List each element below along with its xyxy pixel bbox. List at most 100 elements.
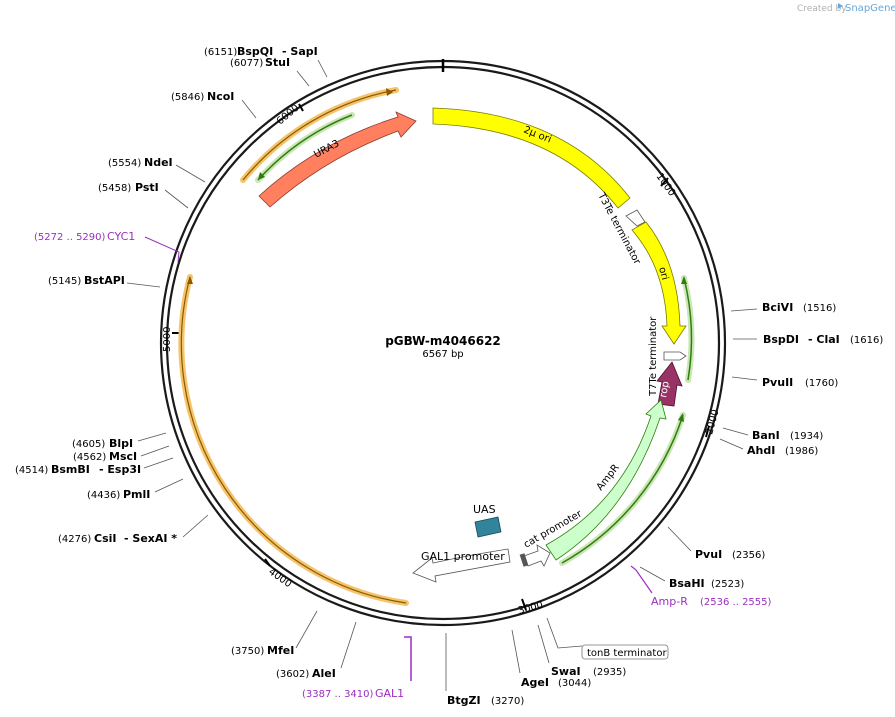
primer-cyc1-line bbox=[144, 236, 180, 263]
svg-text:(4436): (4436) bbox=[87, 490, 120, 501]
svg-text:(4605): (4605) bbox=[72, 439, 105, 450]
snapgene-brand: SnapGene bbox=[845, 3, 895, 14]
svg-text:GAL1: GAL1 bbox=[375, 687, 404, 700]
primer-gal1[interactable]: (3387 .. 3410) GAL1 bbox=[302, 636, 412, 700]
feature-gal1-promoter-label: GAL1 promoter bbox=[421, 550, 505, 563]
site-swai[interactable]: SwaI (2935) bbox=[551, 665, 626, 678]
tick-2000 bbox=[705, 425, 710, 438]
svg-text:(5554): (5554) bbox=[108, 158, 141, 169]
svg-text:(1934): (1934) bbox=[790, 431, 823, 442]
svg-text:- Esp3I: - Esp3I bbox=[99, 463, 141, 476]
svg-text:(1986): (1986) bbox=[785, 446, 818, 457]
primer-cyc1[interactable]: (5272 .. 5290) CYC1 bbox=[34, 230, 180, 263]
site-agei[interactable]: AgeI (3044) bbox=[521, 676, 591, 689]
svg-text:(5145): (5145) bbox=[48, 276, 81, 287]
site-bani[interactable]: BanI (1934) bbox=[752, 429, 823, 442]
orf-left-arrowhead-icon bbox=[187, 276, 193, 284]
feature-t7te-label: T7Te terminator bbox=[648, 316, 659, 397]
site-pmli[interactable]: (4436) PmlI bbox=[87, 488, 150, 501]
feature-uas-label: UAS bbox=[473, 503, 496, 516]
feature-gal1-promoter[interactable] bbox=[412, 548, 511, 583]
feature-t3te-terminator[interactable] bbox=[625, 209, 646, 227]
tick-label-2000: 2000 bbox=[704, 408, 721, 435]
svg-text:SwaI: SwaI bbox=[551, 665, 581, 678]
svg-text:(2356): (2356) bbox=[732, 550, 765, 561]
feature-ori[interactable] bbox=[631, 221, 687, 345]
svg-text:AleI: AleI bbox=[312, 667, 336, 680]
svg-text:NdeI: NdeI bbox=[144, 156, 173, 169]
site-stui[interactable]: (6077) StuI bbox=[230, 56, 290, 69]
primer-ampr[interactable]: Amp-R (2536 .. 2555) bbox=[630, 565, 772, 608]
svg-text:AgeI: AgeI bbox=[521, 676, 549, 689]
site-pvui[interactable]: PvuI (2356) bbox=[695, 548, 765, 561]
svg-text:NcoI: NcoI bbox=[207, 90, 234, 103]
site-ncoi[interactable]: (5846) NcoI bbox=[171, 90, 234, 103]
feature-cat-promoter[interactable] bbox=[523, 544, 551, 567]
site-csii[interactable]: (4276) CsiI - SexAI * bbox=[58, 532, 177, 545]
feature-ampr[interactable] bbox=[545, 399, 667, 561]
feature-uas[interactable] bbox=[474, 516, 502, 538]
feature-rop[interactable] bbox=[656, 361, 683, 407]
svg-text:PmlI: PmlI bbox=[123, 488, 150, 501]
feature-tonb-terminator-mark[interactable] bbox=[519, 553, 529, 567]
tonb-terminator-callout[interactable]: tonB terminator bbox=[581, 644, 669, 660]
svg-text:BciVI: BciVI bbox=[762, 301, 793, 314]
site-msci[interactable]: (4562) MscI bbox=[73, 450, 137, 463]
svg-text:(6151): (6151) bbox=[204, 47, 237, 58]
feature-ori-label: ori bbox=[656, 266, 670, 281]
site-bstapi[interactable]: (5145) BstAPI bbox=[48, 274, 125, 287]
feature-rop-label: rop bbox=[658, 380, 672, 398]
orf-ampr-line bbox=[561, 414, 684, 564]
svg-text:BlpI: BlpI bbox=[109, 437, 133, 450]
orf-ampr-arrowhead-icon bbox=[678, 413, 684, 422]
site-ahdi[interactable]: AhdI (1986) bbox=[747, 444, 818, 457]
svg-text:(5458): (5458) bbox=[98, 183, 131, 194]
site-bsmbi[interactable]: (4514) BsmBI - Esp3I bbox=[15, 463, 141, 476]
site-mfei[interactable]: (3750) MfeI bbox=[231, 644, 294, 657]
svg-text:(4562): (4562) bbox=[73, 452, 106, 463]
tonb-terminator-box bbox=[581, 644, 669, 660]
svg-text:- SapI: - SapI bbox=[282, 45, 318, 58]
site-psti[interactable]: (5458) PstI bbox=[98, 181, 159, 194]
site-ndei[interactable]: (5554) NdeI bbox=[108, 156, 173, 169]
site-bspqi[interactable]: (6151) BspQI - SapI bbox=[204, 45, 318, 58]
site-bcivi[interactable]: BciVI (1516) bbox=[762, 301, 836, 314]
svg-text:(2935): (2935) bbox=[593, 667, 626, 678]
site-pvuii[interactable]: PvuII (1760) bbox=[762, 376, 838, 389]
feature-2mu-ori[interactable] bbox=[432, 107, 631, 209]
created-by-label: Created by bbox=[797, 4, 847, 14]
svg-text:BspDI: BspDI bbox=[763, 333, 799, 346]
primer-gal1-line bbox=[404, 636, 412, 681]
svg-text:(1616): (1616) bbox=[850, 335, 883, 346]
feature-ura3[interactable] bbox=[258, 111, 417, 208]
svg-text:(3270): (3270) bbox=[491, 696, 524, 707]
svg-text:(5272 .. 5290): (5272 .. 5290) bbox=[34, 232, 106, 243]
orf-rop-arrowhead-icon bbox=[681, 276, 687, 284]
tick-4000 bbox=[264, 558, 271, 567]
tick-6000 bbox=[298, 103, 304, 112]
svg-text:BspQI: BspQI bbox=[237, 45, 273, 58]
site-blpi[interactable]: (4605) BlpI bbox=[72, 437, 133, 450]
tick-label-4000: 4000 bbox=[266, 566, 293, 590]
svg-text:PstI: PstI bbox=[135, 181, 159, 194]
orf-green-top-line bbox=[257, 114, 353, 181]
svg-text:BtgZI: BtgZI bbox=[447, 694, 481, 707]
tonb-terminator-label: tonB terminator bbox=[587, 648, 667, 659]
svg-text:(3387 .. 3410): (3387 .. 3410) bbox=[302, 689, 374, 700]
snapgene-logo-icon bbox=[838, 3, 843, 9]
orf-ura3-arrowhead-icon bbox=[386, 88, 393, 96]
svg-text:(2523): (2523) bbox=[711, 579, 744, 590]
primer-ampr-line bbox=[630, 565, 653, 594]
site-bsahi[interactable]: BsaHI (2523) bbox=[669, 577, 744, 590]
svg-text:(6077): (6077) bbox=[230, 58, 263, 69]
site-bspdi[interactable]: BspDI - ClaI (1616) bbox=[763, 333, 883, 346]
site-alei[interactable]: (3602) AleI bbox=[276, 667, 336, 680]
site-btgzi[interactable]: (3270) BtgZI bbox=[447, 694, 524, 707]
svg-text:(3602): (3602) bbox=[276, 669, 309, 680]
svg-text:CYC1: CYC1 bbox=[107, 230, 135, 243]
feature-t7te-terminator[interactable] bbox=[663, 351, 687, 361]
orf-left-line bbox=[180, 276, 407, 604]
svg-text:PvuI: PvuI bbox=[695, 548, 722, 561]
svg-text:(1516): (1516) bbox=[803, 303, 836, 314]
